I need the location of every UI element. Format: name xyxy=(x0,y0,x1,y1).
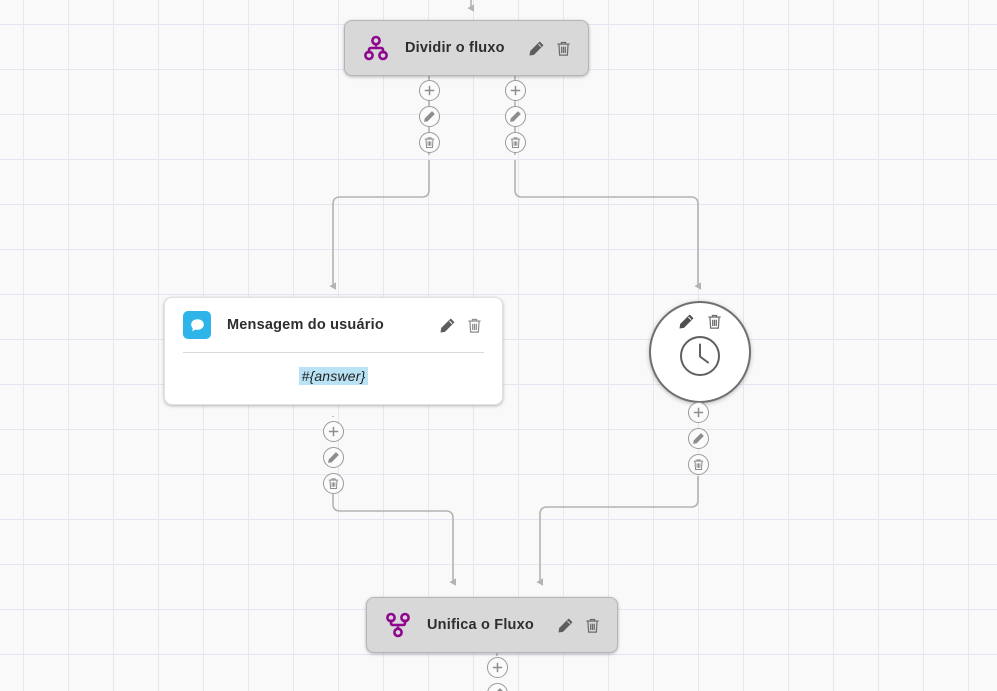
edge-timer-to-merge xyxy=(536,476,699,586)
node-merge-title: Unifica o Fluxo xyxy=(427,617,534,633)
edge-toolbar-split-right[interactable] xyxy=(505,80,526,153)
edge-split-to-timer xyxy=(514,160,701,290)
add-icon[interactable] xyxy=(419,80,440,101)
node-message-header: Mensagem do usuário xyxy=(165,298,502,352)
edge-toolbar-merge-out[interactable] xyxy=(487,657,508,691)
edge-message-to-merge xyxy=(332,494,456,586)
node-merge-edit-icon[interactable] xyxy=(556,615,576,635)
edit-icon[interactable] xyxy=(487,683,508,691)
chat-bubble-icon xyxy=(183,311,211,339)
node-message-edit-icon[interactable] xyxy=(437,315,457,335)
node-merge[interactable]: Unifica o Fluxo xyxy=(366,597,618,653)
merge-icon xyxy=(385,612,411,638)
add-icon[interactable] xyxy=(487,657,508,678)
node-timer-delete-icon[interactable] xyxy=(704,311,724,331)
node-split-title: Dividir o fluxo xyxy=(405,40,505,56)
edge-toolbar-split-left[interactable] xyxy=(419,80,440,153)
edge-split-to-message xyxy=(329,160,430,290)
add-icon[interactable] xyxy=(505,80,526,101)
node-message[interactable]: Mensagem do usuário xyxy=(164,297,503,405)
add-icon[interactable] xyxy=(323,421,344,442)
node-split[interactable]: Dividir o fluxo xyxy=(344,20,589,76)
edit-icon[interactable] xyxy=(323,447,344,468)
edit-icon[interactable] xyxy=(419,106,440,127)
node-merge-box[interactable]: Unifica o Fluxo xyxy=(366,597,618,653)
node-timer[interactable] xyxy=(649,301,751,403)
edit-icon[interactable] xyxy=(688,428,709,449)
add-icon[interactable] xyxy=(688,402,709,423)
delete-icon[interactable] xyxy=(505,132,526,153)
delete-icon[interactable] xyxy=(688,454,709,475)
node-message-body: #{answer} xyxy=(165,353,502,404)
node-message-title: Mensagem do usuário xyxy=(227,317,384,333)
node-split-edit-icon[interactable] xyxy=(527,38,547,58)
node-merge-delete-icon[interactable] xyxy=(583,615,603,635)
node-message-divider xyxy=(183,352,484,353)
delete-icon[interactable] xyxy=(323,473,344,494)
edge-toolbar-timer-out[interactable] xyxy=(688,402,709,475)
node-split-delete-icon[interactable] xyxy=(554,38,574,58)
node-timer-actions[interactable] xyxy=(676,311,724,331)
node-message-delete-icon[interactable] xyxy=(464,315,484,335)
node-split-box[interactable]: Dividir o fluxo xyxy=(344,20,589,76)
node-message-box[interactable]: Mensagem do usuário xyxy=(164,297,503,405)
delete-icon[interactable] xyxy=(419,132,440,153)
edit-icon[interactable] xyxy=(505,106,526,127)
edge-toolbar-message-out[interactable] xyxy=(323,421,344,494)
message-token-value[interactable]: #{answer} xyxy=(299,367,368,385)
split-icon xyxy=(363,35,389,61)
node-timer-edit-icon[interactable] xyxy=(676,311,696,331)
clock-icon xyxy=(677,333,723,384)
